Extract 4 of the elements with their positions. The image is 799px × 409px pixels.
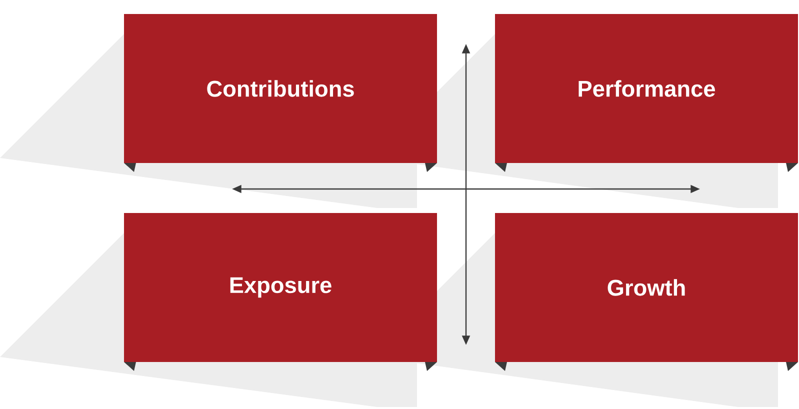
label-box: Contributions: [124, 14, 437, 172]
label-box: Performance: [495, 14, 798, 172]
label-box: Exposure: [124, 213, 437, 371]
label-box: Growth: [495, 213, 798, 371]
